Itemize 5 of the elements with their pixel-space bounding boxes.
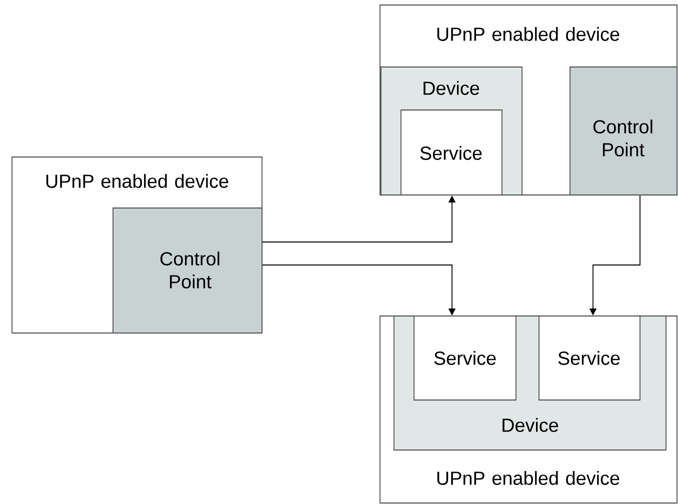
control-point-box: Control Point	[112, 208, 262, 334]
service-box: Service	[414, 316, 516, 400]
service-box: Service	[538, 316, 640, 400]
service-box: Service	[400, 110, 502, 196]
control-point-box: Control Point	[570, 66, 678, 196]
